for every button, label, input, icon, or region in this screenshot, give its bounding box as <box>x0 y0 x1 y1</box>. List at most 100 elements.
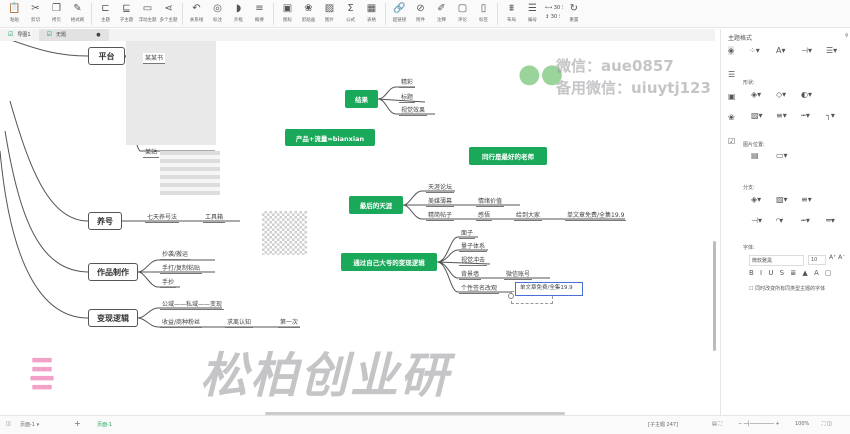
tab-untitled[interactable]: ☑无题● <box>38 29 109 41</box>
subtopic[interactable]: 背景墙 <box>459 271 482 280</box>
subtopic[interactable]: 某某书 <box>143 53 166 64</box>
subtopic[interactable]: 抄袭/搬运 <box>160 251 191 260</box>
subtopic[interactable]: 微信账号 <box>504 271 533 280</box>
page-tab[interactable]: 页面-1 <box>97 422 112 428</box>
border-style-icon[interactable]: ┅▾ <box>801 111 810 120</box>
border-width-icon[interactable]: ≡▾ <box>776 111 787 120</box>
font-size-select[interactable]: 10 <box>808 255 826 265</box>
toolbar-button-numbering[interactable]: ☰编号 <box>528 3 537 23</box>
text-format-buttons[interactable]: B I U S ≣ ▲ A ▢ <box>749 269 834 277</box>
toolbar-button-subtopic[interactable]: ⊑子主题 <box>119 3 134 23</box>
horizontal-scrollbar[interactable] <box>265 412 565 415</box>
toolbar-button-note[interactable]: ✐注释 <box>437 3 446 23</box>
branch-color-icon[interactable]: ▨▾ <box>776 195 788 204</box>
branch-fill-icon[interactable]: ◈▾ <box>751 195 762 204</box>
subtopic[interactable]: 美媒薄幕 <box>426 198 455 207</box>
subtopic[interactable]: 感悟 <box>476 212 493 221</box>
mindmap-canvas[interactable]: 松柏创业研 ●● 微信：aue0857 备用微信：uiuytj123 平台 某某… <box>0 41 716 415</box>
subtopic[interactable]: 手打/复制粘贴 <box>160 265 203 274</box>
reset-button[interactable]: ↻重置 <box>569 3 579 23</box>
branch-dash-icon[interactable]: ┅▾ <box>801 216 810 225</box>
subtopic[interactable]: 标题 <box>399 94 416 103</box>
subtopic[interactable]: 工具箱 <box>203 214 226 223</box>
vertical-scrollbar[interactable] <box>713 241 716 351</box>
task-tab-icon[interactable]: ☑ <box>728 137 736 146</box>
subtopic[interactable]: 手抄 <box>160 279 177 288</box>
toolbar-button-clipboard[interactable]: 📋粘贴 <box>8 3 21 23</box>
border-color-icon[interactable]: ▨▾ <box>751 111 763 120</box>
toolbar-button-clipart[interactable]: ❀剪贴画 <box>301 3 316 23</box>
page-select[interactable]: 页面-1 ▾ <box>20 422 40 428</box>
font-grow-shrink-icon[interactable]: A⁺ A⁻ <box>829 254 846 261</box>
zoom-level[interactable]: 100% <box>795 421 810 427</box>
branch-width-icon[interactable]: ≡▾ <box>801 195 812 204</box>
font-family-select[interactable]: 微软雅黑 <box>749 255 804 266</box>
screenshot-image-xiaohongshu[interactable] <box>126 41 216 145</box>
branch-connector-icon[interactable]: ⊣▾ <box>751 216 762 225</box>
branch-curve-icon[interactable]: ◜▾ <box>776 216 784 225</box>
toolbar-button-table[interactable]: ▦表格 <box>366 3 377 23</box>
topic-platform[interactable]: 平台 <box>88 47 125 65</box>
list-icon[interactable]: ☰▾ <box>826 46 838 55</box>
sidebar-toggle-icon[interactable]: ◫ <box>6 421 11 427</box>
toolbar-button-layout[interactable]: ⩩布局 <box>507 3 516 23</box>
apply-all-checkbox[interactable]: ☐ 同时改变所有同类型主题的字体 <box>749 286 826 292</box>
clipart-tab-icon[interactable]: ❀ <box>728 113 735 122</box>
subtopic[interactable]: 某站 <box>143 149 160 158</box>
image-left-icon[interactable]: ▭▾ <box>776 151 788 160</box>
horizontal-spacing-input[interactable]: ⟷ 30 ⁝ <box>545 5 564 11</box>
toolbar-button-format-brush[interactable]: ✎格式刷 <box>70 3 85 23</box>
fill-icon[interactable]: ◈▾ <box>751 90 762 99</box>
subtopic[interactable]: 求离认知 <box>225 319 254 328</box>
panel-pin-icon[interactable]: ⚲ <box>845 33 849 39</box>
toolbar-button-marker[interactable]: ▣图标 <box>282 3 293 23</box>
toolbar-button-hyperlink[interactable]: 🔗超链接 <box>392 3 407 23</box>
structure-icon[interactable]: ⁘▾ <box>749 46 760 55</box>
corner-icon[interactable]: ┐▾ <box>826 111 835 120</box>
shape-icon[interactable]: ◇▾ <box>776 90 787 99</box>
topic-tianya[interactable]: 最后的天涯 <box>349 196 403 214</box>
subtopic[interactable]: 七天养号法 <box>145 214 180 223</box>
subtopic[interactable]: 视觉效果 <box>399 107 428 116</box>
collapse-toggle[interactable] <box>508 293 514 299</box>
topic-result[interactable]: 结果 <box>345 90 378 108</box>
subtopic[interactable]: 第一次 <box>278 319 301 328</box>
topic-works[interactable]: 作品制作 <box>88 263 138 281</box>
floating-topic-peer[interactable]: 同行是最好的老师 <box>469 147 547 165</box>
toolbar-button-boundary[interactable]: ◗外框 <box>234 3 243 23</box>
toolbar-button-summary[interactable]: ≡概要 <box>255 3 264 23</box>
topic-monetize[interactable]: 变现逻辑 <box>88 309 138 327</box>
connector-icon[interactable]: ⊣▾ <box>801 46 812 55</box>
fit-page-icon[interactable]: ▤ ⛶ <box>712 421 722 427</box>
subtopic[interactable]: 公域——私域——变现 <box>160 301 225 310</box>
selected-topic[interactable]: 单文章免费/全集19.9 <box>515 282 583 296</box>
image-top-icon[interactable]: ▤ <box>751 151 759 160</box>
tab-map1[interactable]: ☑导图1 <box>0 29 39 41</box>
shadow-icon[interactable]: ◐▾ <box>801 90 812 99</box>
topic-big-account[interactable]: 通过自己大号的变现逻辑 <box>341 253 437 271</box>
toolbar-button-scissors[interactable]: ✂剪切 <box>31 3 40 23</box>
subtopic[interactable]: 面子 <box>459 230 476 239</box>
screenshot-image-bilibili[interactable] <box>160 151 220 195</box>
toolbar-button-floating-topic[interactable]: ▭浮动主题 <box>138 3 157 23</box>
subtopic[interactable]: 给到大家 <box>514 212 543 221</box>
toolbar-button-multi-topic[interactable]: ⋖多个主题 <box>159 3 178 23</box>
toolbar-button-callout[interactable]: ◎标注 <box>213 3 222 23</box>
subtopic[interactable]: 量子体系 <box>459 243 488 252</box>
toolbar-button-relation[interactable]: ↶关系线 <box>189 3 204 23</box>
toolbar-button-image[interactable]: ▨图片 <box>324 3 335 23</box>
toolbar-button-copy[interactable]: ❐拷贝 <box>52 3 61 23</box>
add-page-button[interactable]: + <box>74 419 81 428</box>
subtopic[interactable]: 视觉冲击 <box>459 257 488 266</box>
marker-tab-icon[interactable]: ▣ <box>728 92 736 101</box>
subtopic[interactable]: 个性签名改观 <box>459 285 500 294</box>
unsaved-dot-icon[interactable]: ● <box>96 32 101 38</box>
subtopic[interactable]: 精彩 <box>399 79 416 88</box>
branch-line-icon[interactable]: ═▾ <box>826 216 835 225</box>
toolbar-button-label[interactable]: ▯标签 <box>479 3 488 23</box>
outline-tab-icon[interactable]: ☰ <box>728 70 736 79</box>
subtopic[interactable]: 天涯论坛 <box>426 184 455 193</box>
subtopic[interactable]: 情绪价值 <box>476 198 505 207</box>
style-tab-icon[interactable]: ◈ <box>728 46 735 55</box>
